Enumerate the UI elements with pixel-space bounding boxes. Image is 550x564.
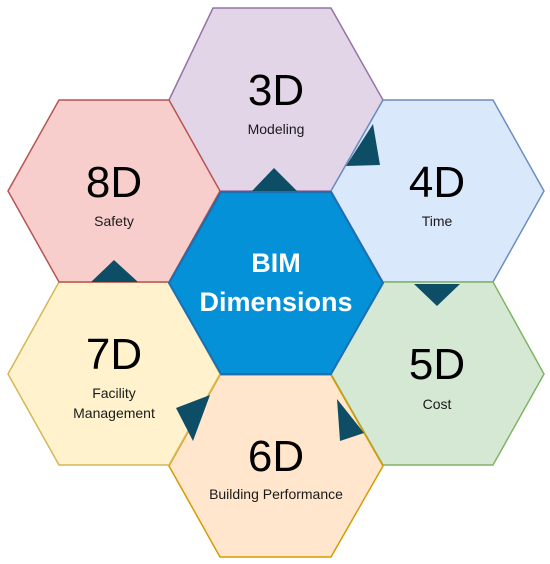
arrow-7d-to-8d <box>91 260 138 282</box>
subtitle-8d: Safety <box>94 213 134 229</box>
subtitle-7d-line1: Facility <box>92 385 136 401</box>
title-3d: 3D <box>248 66 304 115</box>
arrow-6d-to-7d <box>176 395 210 441</box>
title-6d: 6D <box>248 432 304 481</box>
center-title-line1: BIM <box>251 248 301 278</box>
arrow-8d-to-3d <box>252 168 297 191</box>
subtitle-7d-line2: Management <box>73 405 155 421</box>
title-7d: 7D <box>86 330 142 379</box>
hexagon-center <box>167 191 385 375</box>
title-8d: 8D <box>86 158 142 207</box>
arrow-4d-to-5d <box>414 284 460 306</box>
center-title-line2: Dimensions <box>199 287 352 317</box>
subtitle-6d: Building Performance <box>209 486 343 502</box>
arrow-3d-to-4d <box>346 124 380 166</box>
title-5d: 5D <box>409 340 465 389</box>
title-4d: 4D <box>409 158 465 207</box>
subtitle-5d: Cost <box>423 396 452 412</box>
subtitle-4d: Time <box>422 213 453 229</box>
arrow-5d-to-6d <box>337 399 364 441</box>
subtitle-3d: Modeling <box>248 121 305 137</box>
hexagon-8d <box>7 99 221 283</box>
